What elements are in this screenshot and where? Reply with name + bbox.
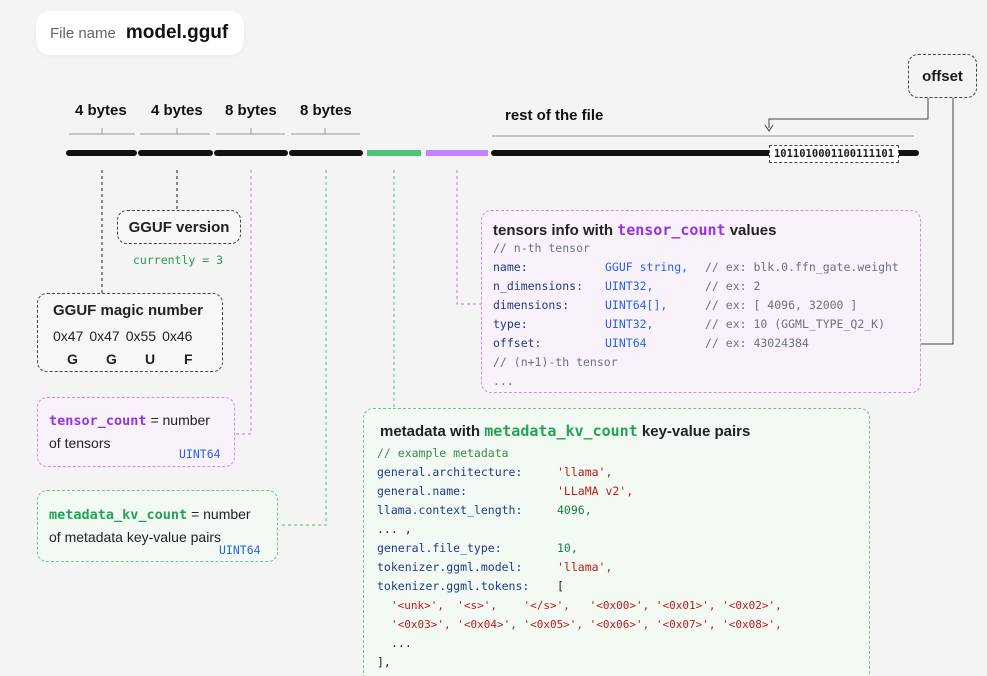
metadata-value: 10, bbox=[557, 541, 578, 555]
tensors-info-box: tensors info with tensor_count values //… bbox=[481, 210, 921, 393]
gguf-version-box: GGUF version bbox=[117, 210, 241, 244]
tensors-info-title-suffix: values bbox=[729, 222, 777, 239]
tensor-count-text2: of tensors bbox=[49, 435, 111, 451]
kv-count-line1: metadata_kv_count = number bbox=[49, 506, 251, 523]
metadata-title: metadata with metadata_kv_count key-valu… bbox=[380, 422, 750, 440]
tensor-field-comment: // ex: 43024384 bbox=[705, 336, 809, 350]
tensor-field-comment: // ex: [ 4096, 32000 ] bbox=[705, 298, 858, 312]
gguf-magic-title: GGUF magic number bbox=[53, 302, 204, 319]
tokens-line-2: '<0x03>', '<0x04>', '<0x05>', '<0x06>', … bbox=[391, 618, 782, 631]
metadata-value: [ bbox=[557, 579, 564, 593]
magic-bytes-label: 4 bytes bbox=[75, 102, 127, 119]
tensor-count-text1: = number bbox=[150, 412, 210, 428]
gguf-magic-hex: 0x47 0x47 0x55 0x46 bbox=[53, 328, 192, 344]
tensor-field-type: UINT32, bbox=[605, 317, 654, 331]
metadata-key: general.name: bbox=[377, 484, 468, 498]
kv-count-name: metadata_kv_count bbox=[49, 507, 188, 523]
magic-hex-3: 0x46 bbox=[162, 328, 193, 344]
tensor-field-type: UINT64 bbox=[605, 336, 647, 350]
tensor-field-comment: // ex: blk.0.ffn_gate.weight bbox=[705, 260, 899, 274]
tensors-info-ellipsis: ... bbox=[493, 374, 514, 388]
tensor-count-type: UINT64 bbox=[179, 447, 221, 461]
tensor-field-key: dimensions: bbox=[493, 298, 570, 312]
tensors-info-next-comment: // (n+1)-th tensor bbox=[493, 355, 618, 369]
tensors-info-title: tensors info with tensor_count values bbox=[493, 221, 776, 239]
rest-of-file-label: rest of the file bbox=[505, 107, 604, 124]
kv-count-type: UINT64 bbox=[219, 543, 261, 557]
metadata-key: tokenizer.ggml.model: bbox=[377, 560, 523, 574]
tensors-info-title-code: tensor_count bbox=[617, 221, 726, 239]
metadata-title-prefix: metadata with bbox=[380, 423, 481, 440]
kv-count-bytes-label: 8 bytes bbox=[300, 102, 352, 119]
tokens-line-1: '<unk>', '<s>', '</s>', '<0x00>', '<0x01… bbox=[391, 599, 782, 612]
offset-box: offset bbox=[908, 54, 977, 98]
file-name-value: model.gguf bbox=[125, 22, 229, 43]
metadata-key: general.architecture: bbox=[377, 465, 523, 479]
file-name-label: File name bbox=[50, 24, 116, 42]
tensor-count-name: tensor_count bbox=[49, 413, 147, 429]
tensor-field-type: UINT64[], bbox=[605, 298, 668, 312]
tensor-field-comment: // ex: 2 bbox=[705, 279, 761, 293]
tensor-field-key: type: bbox=[493, 317, 528, 331]
magic-char-1: G bbox=[106, 351, 117, 367]
tokens-close: ], bbox=[377, 655, 391, 669]
metadata-key: tokenizer.ggml.tokens: bbox=[377, 579, 530, 593]
metadata-key: general.file_type: bbox=[377, 541, 502, 555]
magic-hex-0: 0x47 bbox=[53, 328, 84, 344]
metadata-kv-count-box: metadata_kv_count = number of metadata k… bbox=[37, 490, 278, 562]
tensor-count-box: tensor_count = number of tensors UINT64 bbox=[37, 397, 235, 467]
tensor-field-comment: // ex: 10 (GGML_TYPE_Q2_K) bbox=[705, 317, 886, 331]
version-bytes-label: 4 bytes bbox=[151, 102, 203, 119]
tensor-count-line1: tensor_count = number bbox=[49, 412, 210, 429]
magic-hex-1: 0x47 bbox=[89, 328, 120, 344]
metadata-value: 'llama', bbox=[557, 465, 613, 479]
tensor-count-bytes-label: 8 bytes bbox=[225, 102, 277, 119]
metadata-key: llama.context_length: bbox=[377, 503, 523, 517]
metadata-value: 4096, bbox=[557, 503, 592, 517]
file-name-card: File name model.gguf bbox=[36, 11, 244, 55]
kv-count-text1: = number bbox=[191, 506, 251, 522]
gguf-version-title: GGUF version bbox=[128, 218, 230, 236]
tensor-field-key: name: bbox=[493, 260, 528, 274]
tensor-field-key: offset: bbox=[493, 336, 542, 350]
magic-char-3: F bbox=[184, 351, 193, 367]
tokens-ellipsis: ... bbox=[391, 636, 412, 650]
gguf-magic-box: GGUF magic number 0x47 0x47 0x55 0x46 G … bbox=[37, 293, 223, 372]
metadata-key: ... , bbox=[377, 522, 412, 536]
metadata-value: 'LLaMA v2', bbox=[557, 484, 634, 498]
magic-char-0: G bbox=[67, 351, 78, 367]
kv-count-text2: of metadata key-value pairs bbox=[49, 529, 221, 545]
magic-hex-2: 0x55 bbox=[125, 328, 157, 344]
metadata-value: 'llama', bbox=[557, 560, 613, 574]
metadata-box: metadata with metadata_kv_count key-valu… bbox=[363, 408, 870, 676]
magic-char-2: U bbox=[145, 351, 156, 367]
tensor-field-type: GGUF string, bbox=[605, 260, 689, 274]
metadata-title-code: metadata_kv_count bbox=[484, 422, 638, 440]
tensors-info-comment: // n-th tensor bbox=[493, 241, 590, 255]
gguf-version-note: currently = 3 bbox=[133, 253, 224, 267]
tensor-field-type: UINT32, bbox=[605, 279, 654, 293]
tensors-info-title-prefix: tensors info with bbox=[493, 222, 613, 239]
metadata-comment: // example metadata bbox=[377, 446, 509, 460]
offset-bits: 1011010001100111101 bbox=[769, 145, 899, 163]
tensor-field-key: n_dimensions: bbox=[493, 279, 584, 293]
metadata-title-suffix: key-value pairs bbox=[641, 423, 751, 440]
